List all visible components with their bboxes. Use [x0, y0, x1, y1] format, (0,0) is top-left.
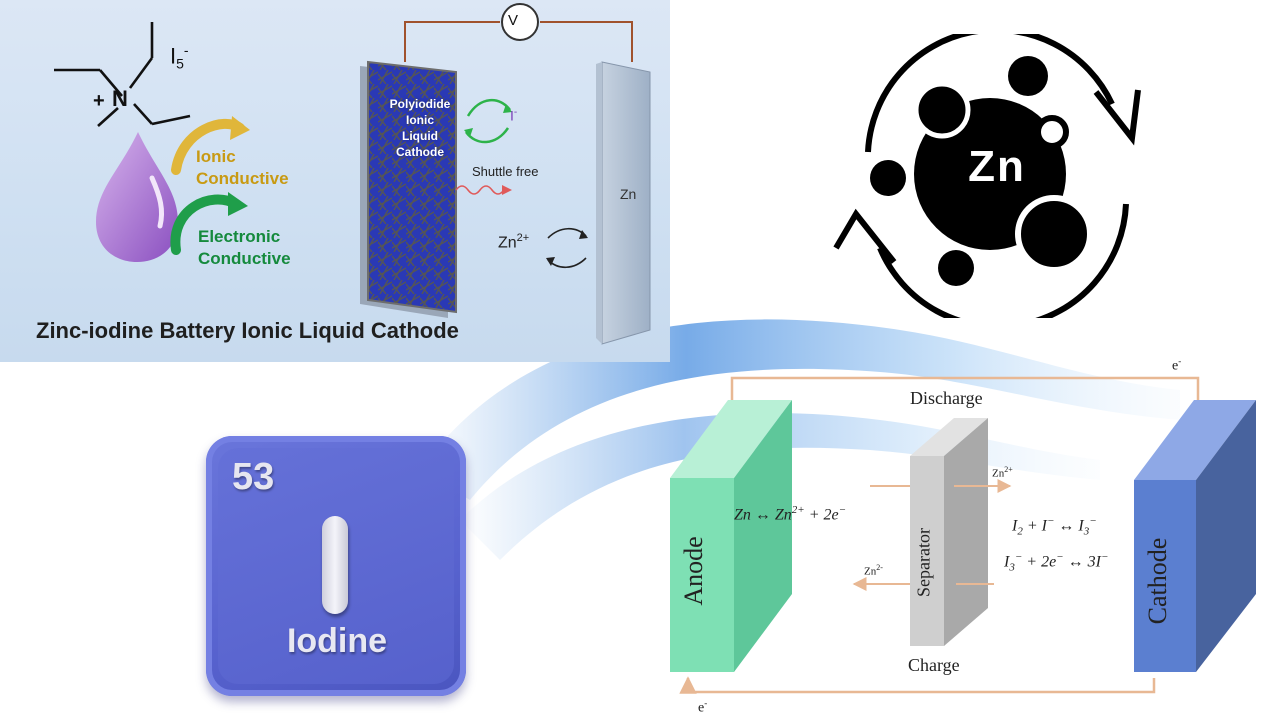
zinc-plate	[601, 61, 651, 345]
zinc-plate-label: Zn	[620, 186, 637, 202]
separator-slab	[910, 456, 944, 646]
polyiodide-cathode-label: Polyiodide Ionic Liquid Cathode	[389, 97, 451, 159]
ammonium-molecule-icon	[54, 22, 191, 127]
zn-ion-right-label: Zn2+	[992, 465, 1013, 480]
separator-label: Separator	[913, 528, 934, 597]
anode-slab	[670, 478, 734, 672]
ionic-liquid-drop-icon	[96, 132, 178, 262]
discharge-label: Discharge	[910, 388, 983, 408]
external-circuit-bottom	[679, 676, 1156, 694]
element-symbol-i-glyph	[322, 516, 348, 614]
nitrogen-atom: N	[112, 86, 128, 111]
zn-ion-left-label: Zn2-	[864, 563, 883, 578]
electron-label-top: e-	[1172, 356, 1182, 374]
zinc-symbol: Zn	[968, 142, 1026, 191]
cathode-equation-2: I3− + 2e− ↔ 3I−	[1004, 551, 1109, 574]
anode-equation: Zn ↔ Zn2+ + 2e−	[734, 504, 847, 524]
cathode-label: Cathode	[1143, 537, 1172, 625]
cation-charge: +	[93, 90, 105, 112]
shuttle-free-arrow	[455, 185, 505, 195]
ionic-conductive-label: Ionic Conductive	[196, 147, 289, 188]
cathode-equation-1: I2 + I− ↔ I3−	[1012, 515, 1097, 538]
zinc-cycle-icon	[833, 34, 1141, 318]
zinc-ion-label: Zn2+	[498, 232, 530, 252]
battery-schematic	[670, 376, 1256, 694]
element-name: Iodine	[286, 622, 388, 660]
electronic-conductive-label: Electronic Conductive	[198, 227, 291, 268]
voltmeter-label: V	[508, 12, 519, 29]
cathode-slab	[1134, 480, 1196, 672]
atomic-number: 53	[232, 456, 275, 498]
electronic-arrow-icon	[170, 194, 241, 255]
polyiodide-anion-label: I5-	[170, 42, 189, 72]
polyiodide-cathode-slab	[367, 60, 457, 314]
cathode-illustration: + N	[54, 3, 651, 345]
charge-label: Charge	[908, 655, 960, 675]
shuttle-free-label: Shuttle free	[472, 164, 539, 179]
panel-caption: Zinc-iodine Battery Ionic Liquid Cathode	[36, 318, 459, 343]
voltmeter-icon	[501, 3, 539, 41]
electron-label-bottom: e-	[698, 698, 708, 716]
ionic-liquid-cathode-panel: + N I5- V Ionic Co	[0, 0, 670, 362]
iodide-ion-label: I-	[510, 107, 518, 124]
anode-label: Anode	[679, 536, 708, 606]
